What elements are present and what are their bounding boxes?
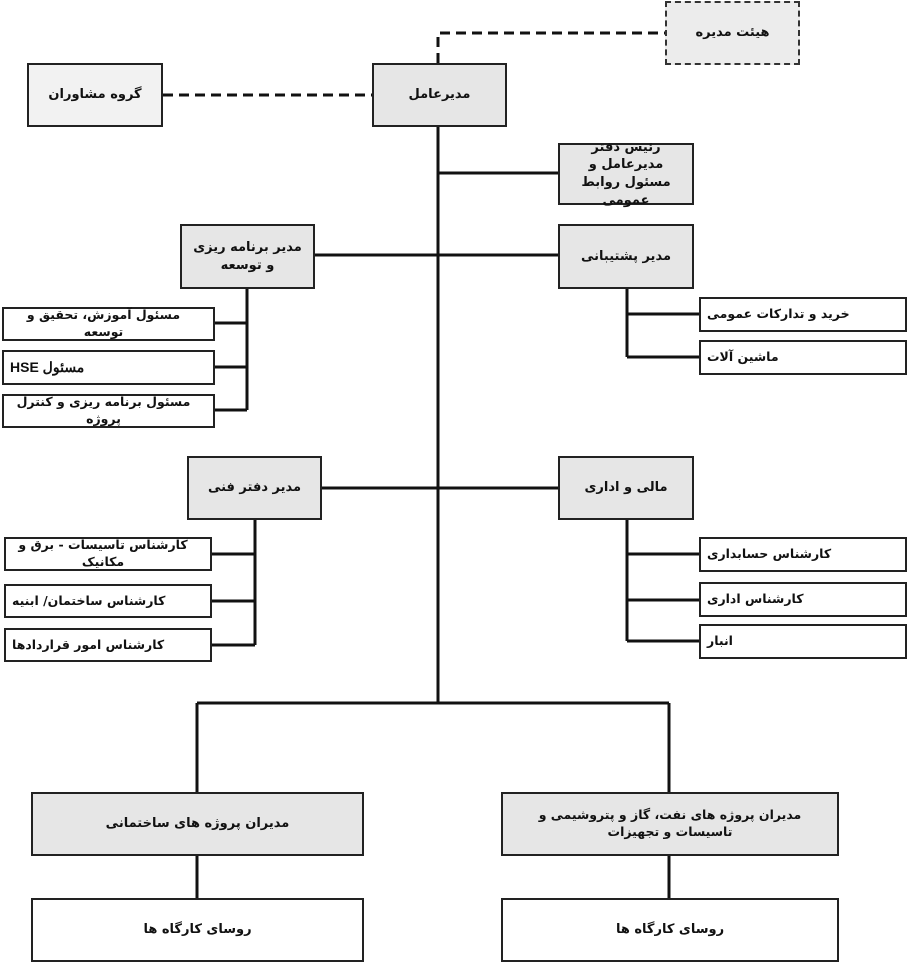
electrical-mechanical-box: کارشناس تاسیسات - برق و مکانیک — [4, 537, 212, 571]
ceo-office-box: رئیس دفتر مدیرعامل و مسئول روابط عمومی — [558, 140, 694, 208]
site-heads-right-box: روسای کارگاه ها — [501, 898, 839, 962]
site-heads-left-box: روسای کارگاه ها — [31, 898, 364, 962]
contracts-expert-box: کارشناس امور قراردادها — [4, 628, 212, 662]
accounting-expert-box: کارشناس حسابداری — [699, 537, 907, 572]
warehouse-box: انبار — [699, 624, 907, 659]
support-manager-box: مدیر پشتیبانی — [558, 224, 694, 289]
ceo-box: مدیرعامل — [372, 63, 507, 127]
advisors-box: گروه مشاوران — [27, 63, 163, 127]
building-expert-box: کارشناس ساختمان/ ابنیه — [4, 584, 212, 618]
procurement-box: خرید و تدارکات عمومی — [699, 297, 907, 332]
planning-manager-box: مدیر برنامه ریزی و توسعه — [180, 224, 315, 289]
hse-box: مسئول HSE — [2, 350, 215, 385]
machinery-box: ماشین آلات — [699, 340, 907, 375]
training-rd-box: مسئول آموزش، تحقیق و توسعه — [2, 307, 215, 341]
admin-expert-box: کارشناس اداری — [699, 582, 907, 617]
construction-projects-box: مدیران پروژه های ساختمانی — [31, 792, 364, 856]
project-control-box: مسئول برنامه ریزی و کنترل پروژه — [2, 394, 215, 428]
finance-admin-box: مالی و اداری — [558, 456, 694, 520]
board-box: هیئت مدیره — [665, 1, 800, 65]
oil-gas-projects-box: مدیران پروژه های نفت، گاز و پتروشیمی و ت… — [501, 792, 839, 856]
technical-manager-box: مدیر دفتر فنی — [187, 456, 322, 520]
